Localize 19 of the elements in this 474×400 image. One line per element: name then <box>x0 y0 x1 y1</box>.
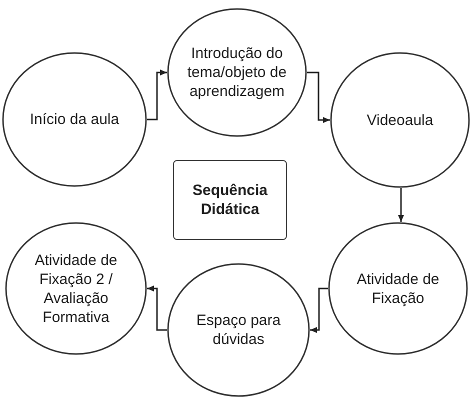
process-ellipse <box>167 8 307 137</box>
process-ellipse <box>5 222 147 355</box>
step-label: Início da aula <box>30 110 120 129</box>
topic-label: Sequência Didática <box>191 181 269 219</box>
arrow <box>398 188 404 222</box>
process-ellipse <box>330 52 470 188</box>
step-label: Introdução do tema/objeto de aprendizagem <box>186 44 288 101</box>
process-ellipse <box>167 263 310 397</box>
process-ellipse <box>328 222 468 355</box>
step-label: Espaço para dúvidas <box>195 311 282 349</box>
step-label: Videoaula <box>366 110 434 130</box>
arrow <box>147 286 167 331</box>
process-ellipse <box>2 52 147 187</box>
arrow <box>307 72 330 123</box>
step-label: Atividade de Fixação 2 / Avaliação Formativa <box>34 250 118 326</box>
arrow <box>147 70 167 120</box>
step-label: Atividade de Fixação <box>356 270 440 308</box>
arrow <box>310 288 328 333</box>
topic-box <box>173 160 287 240</box>
